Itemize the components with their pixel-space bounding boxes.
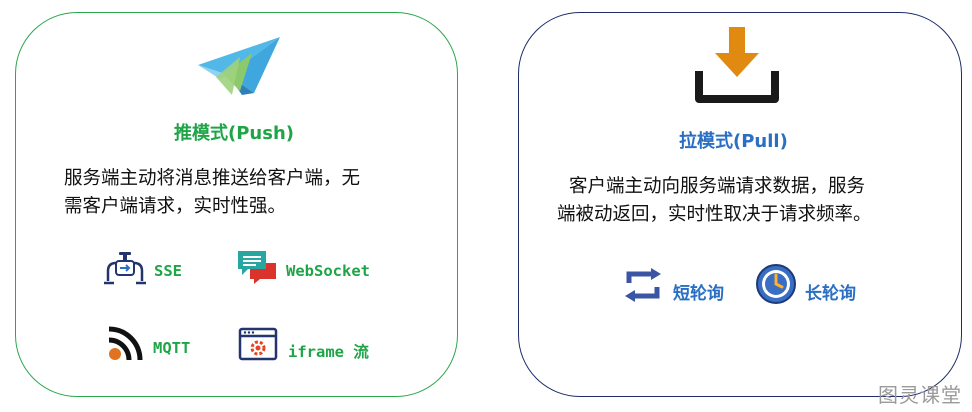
- push-description: 服务端主动将消息推送给客户端，无 需客户端请求，实时性强。: [64, 165, 360, 221]
- push-desc-line-1: 服务端主动将消息推送给客户端，无: [64, 168, 361, 189]
- download-tray-icon: [695, 27, 779, 103]
- item-label-mqtt: MQTT: [153, 339, 191, 357]
- rss-feed-icon: [108, 326, 143, 361]
- pipe-valve-icon: [104, 252, 146, 285]
- pull-desc-line-2: 端被动返回，实时性取决于请求频率。: [557, 204, 872, 225]
- clock-icon: [756, 264, 796, 304]
- pull-description: 客户端主动向服务端请求数据，服务 端被动返回，实时性取决于请求频率。: [557, 173, 872, 229]
- pull-desc-line-1: 客户端主动向服务端请求数据，服务: [569, 176, 866, 197]
- item-label-short-polling: 短轮询: [673, 284, 724, 304]
- pull-title: 拉模式(Pull): [679, 131, 788, 152]
- chat-bubbles-icon: [238, 251, 276, 284]
- item-label-long-polling: 长轮询: [805, 284, 856, 304]
- push-title: 推模式(Push): [174, 123, 294, 144]
- push-desc-line-2: 需客户端请求，实时性强。: [64, 196, 287, 217]
- watermark: 图灵课堂: [878, 383, 962, 407]
- item-label-websocket: WebSocket: [286, 262, 370, 280]
- refresh-cycle-icon: [625, 268, 661, 302]
- paper-plane-icon: [198, 37, 280, 95]
- item-label-sse: SSE: [154, 262, 182, 280]
- item-label-iframe: iframe 流: [288, 343, 369, 361]
- pull-mode-card: 拉模式(Pull) 客户端主动向服务端请求数据，服务 端被动返回，实时性取决于请…: [518, 12, 962, 397]
- browser-window-gear-icon: [238, 327, 278, 361]
- push-mode-card: 推模式(Push) 服务端主动将消息推送给客户端，无 需客户端请求，实时性强。 …: [15, 12, 458, 397]
